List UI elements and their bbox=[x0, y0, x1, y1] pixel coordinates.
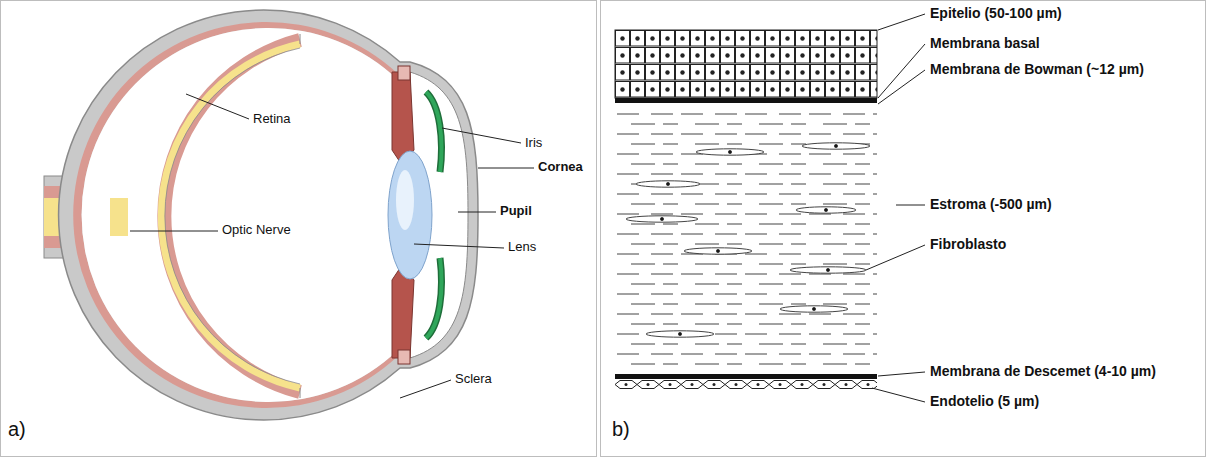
panel-letter: b) bbox=[612, 418, 630, 441]
part-label: Pupil bbox=[500, 204, 532, 219]
layer-label: Endotelio (5 µm) bbox=[930, 393, 1039, 409]
part-label: Cornea bbox=[538, 160, 583, 175]
layer-label: Membrana de Bowman (~12 µm) bbox=[930, 61, 1144, 77]
layer-label: Epitelio (50-100 µm) bbox=[930, 5, 1062, 21]
part-label: Sclera bbox=[455, 372, 492, 387]
layer-label: Membrana de Descemet (4-10 µm) bbox=[930, 363, 1156, 379]
part-label: Retina bbox=[253, 112, 291, 127]
part-label: Iris bbox=[525, 136, 542, 151]
panel-letter: a) bbox=[8, 418, 26, 441]
layer-label: Fibroblasto bbox=[930, 236, 1006, 252]
part-label: Optic Nerve bbox=[222, 223, 291, 238]
layer-label: Membrana basal bbox=[930, 35, 1040, 51]
layer-label: Estroma (-500 µm) bbox=[930, 196, 1052, 212]
part-label: Lens bbox=[508, 240, 536, 255]
